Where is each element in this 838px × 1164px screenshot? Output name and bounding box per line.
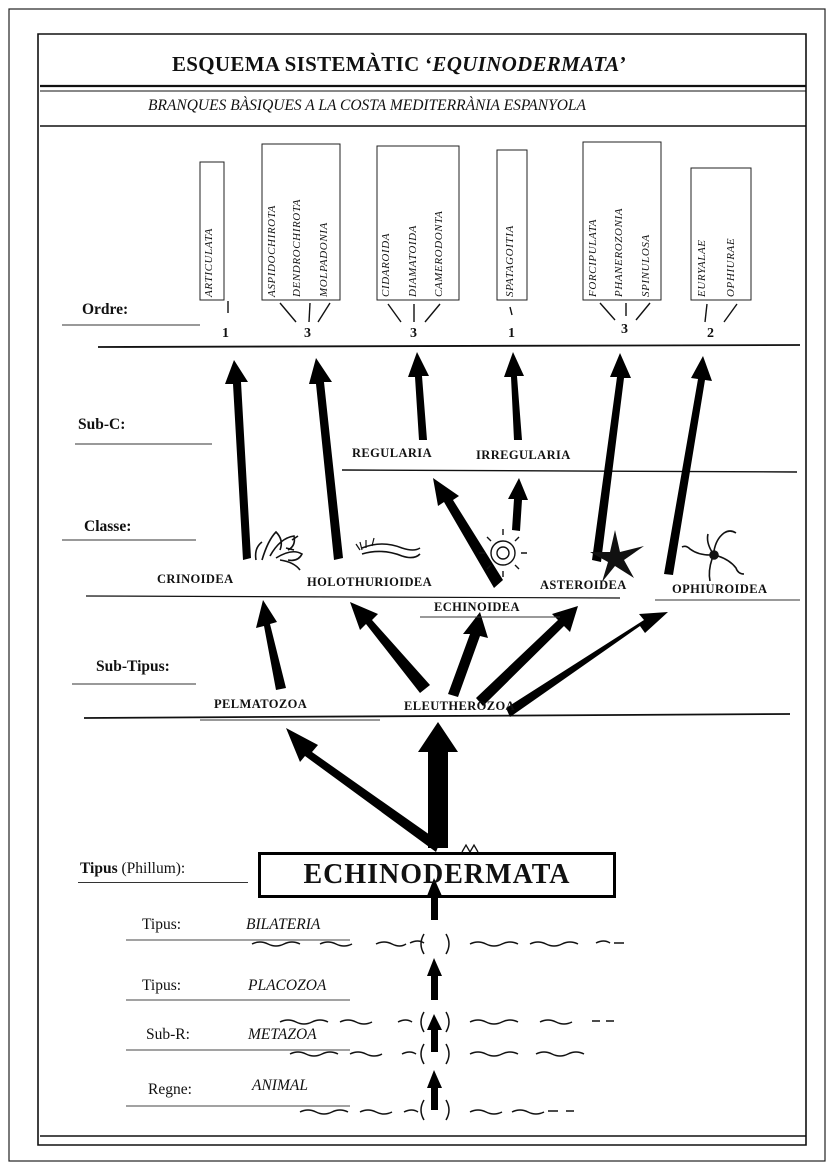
order-name: DENDROCHIROTA	[291, 198, 303, 297]
arrow-phylum-pelmatozoa	[286, 728, 440, 852]
phylum-underline	[78, 882, 248, 883]
level-sub-c: Sub-C:	[78, 416, 126, 433]
order-name: OPHIURAE	[725, 237, 737, 297]
arrow-ophiuroidea-ordre	[664, 356, 712, 575]
order-name: SPINULOSA	[640, 234, 652, 297]
arrow-regularia-ordre	[408, 352, 429, 440]
base-value: BILATERIA	[246, 916, 321, 933]
arrow-echinoidea-regularia	[433, 478, 503, 588]
lineage-arrows	[225, 352, 712, 852]
base-label: Sub-R:	[146, 1026, 190, 1043]
order-name: SPATAGOITIA	[504, 225, 516, 297]
title-italic: EQUINODERMATA	[432, 52, 620, 76]
order-count: 3	[621, 322, 628, 337]
title-prefix: ESQUEMA SISTEMÀTIC ‘	[172, 52, 433, 76]
arrow-eleutherozoa-ophiuroidea	[506, 612, 668, 717]
subclass-regularia: REGULARIA	[352, 446, 432, 460]
phylum-name-box: ECHINODERMATA	[258, 852, 616, 898]
subtipus-divider	[83, 713, 791, 719]
class-asteroidea: ASTEROIDEA	[540, 578, 627, 592]
order-name: EURYALAE	[696, 239, 708, 297]
page-subtitle: BRANQUES BÀSIQUES A LA COSTA MEDITERRÀNI…	[148, 97, 587, 114]
arrow-eleutherozoa-asteroidea	[476, 606, 578, 706]
subtype-pelmatozoa: PELMATOZOA	[214, 697, 308, 711]
phylum-label: Tipus (Phillum):	[80, 860, 185, 878]
classe-divider	[85, 595, 621, 599]
order-boxes	[199, 141, 752, 301]
arrow-pelmatozoa-crinoidea	[256, 600, 286, 690]
class-ophiuroidea: OPHIUROIDEA	[672, 582, 768, 596]
order-name: DIAMATOIDA	[407, 225, 419, 297]
order-name: FORCIPULATA	[587, 218, 599, 297]
order-count: 1	[222, 326, 229, 341]
arrow-crinoidea-ordre	[225, 360, 251, 560]
inner-frame	[37, 33, 807, 1146]
arrow-echinoidea-irregularia	[508, 478, 528, 531]
subclass-irregularia: IRREGULARIA	[476, 448, 571, 462]
phylum-label-rest: (Phillum):	[117, 860, 186, 877]
sea-urchin-icon	[479, 529, 527, 577]
wavy-lines	[251, 933, 624, 1121]
order-count: 2	[707, 326, 714, 341]
class-crinoidea: CRINOIDEA	[157, 572, 234, 586]
base-label: Regne:	[148, 1081, 192, 1098]
arrow-asteroidea-ordre	[592, 353, 631, 562]
base-lineage	[427, 878, 442, 1110]
base-label: Tipus:	[142, 977, 182, 994]
arrow-eleutherozoa-echinoidea	[448, 612, 488, 697]
outer-frame	[8, 8, 826, 1162]
order-name: PHANEROZONIA	[613, 207, 625, 297]
arrow-phylum-eleutherozoa	[418, 722, 458, 848]
arrow-holothurioidea-ordre	[309, 358, 343, 560]
class-holothurioidea: HOLOTHURIOIDEA	[307, 575, 433, 589]
order-count: 3	[410, 326, 417, 341]
order-name: CIDAROIDA	[380, 232, 392, 297]
order-count: 1	[508, 326, 515, 341]
level-classe: Classe:	[84, 518, 132, 535]
arrow-irregularia-ordre	[504, 352, 524, 440]
ordre-divider	[97, 344, 801, 348]
order-ticks	[227, 301, 738, 323]
subtype-eleutherozoa: ELEUTHEROZOA	[404, 699, 516, 713]
base-value: ANIMAL	[252, 1077, 308, 1094]
page-title: ESQUEMA SISTEMÀTIC ‘EQUINODERMATA’	[172, 52, 627, 77]
brittle-star-icon	[681, 530, 745, 582]
title-suffix: ’	[619, 52, 627, 76]
phylum-label-bold: Tipus	[80, 860, 118, 877]
base-label: Tipus:	[142, 916, 182, 933]
order-name: MOLPADONIA	[318, 222, 330, 297]
order-count: 3	[304, 326, 311, 341]
level-sub-tipus: Sub-Tipus:	[96, 658, 170, 675]
base-value: PLACOZOA	[248, 977, 327, 994]
level-ordre: Ordre:	[82, 301, 129, 318]
sea-cucumber-icon	[355, 537, 421, 559]
crinoid-icon	[254, 530, 304, 571]
starfish-icon	[590, 530, 644, 582]
base-value: METAZOA	[248, 1026, 317, 1043]
arrow-eleutherozoa-holothurioidea	[350, 602, 430, 693]
subc-divider	[341, 469, 798, 473]
order-name: CAMERODONTA	[433, 210, 445, 297]
order-name: ARTICULATA	[203, 228, 215, 297]
order-name: ASPIDOCHIROTA	[266, 205, 278, 297]
class-echinoidea: ECHINOIDEA	[434, 600, 520, 614]
